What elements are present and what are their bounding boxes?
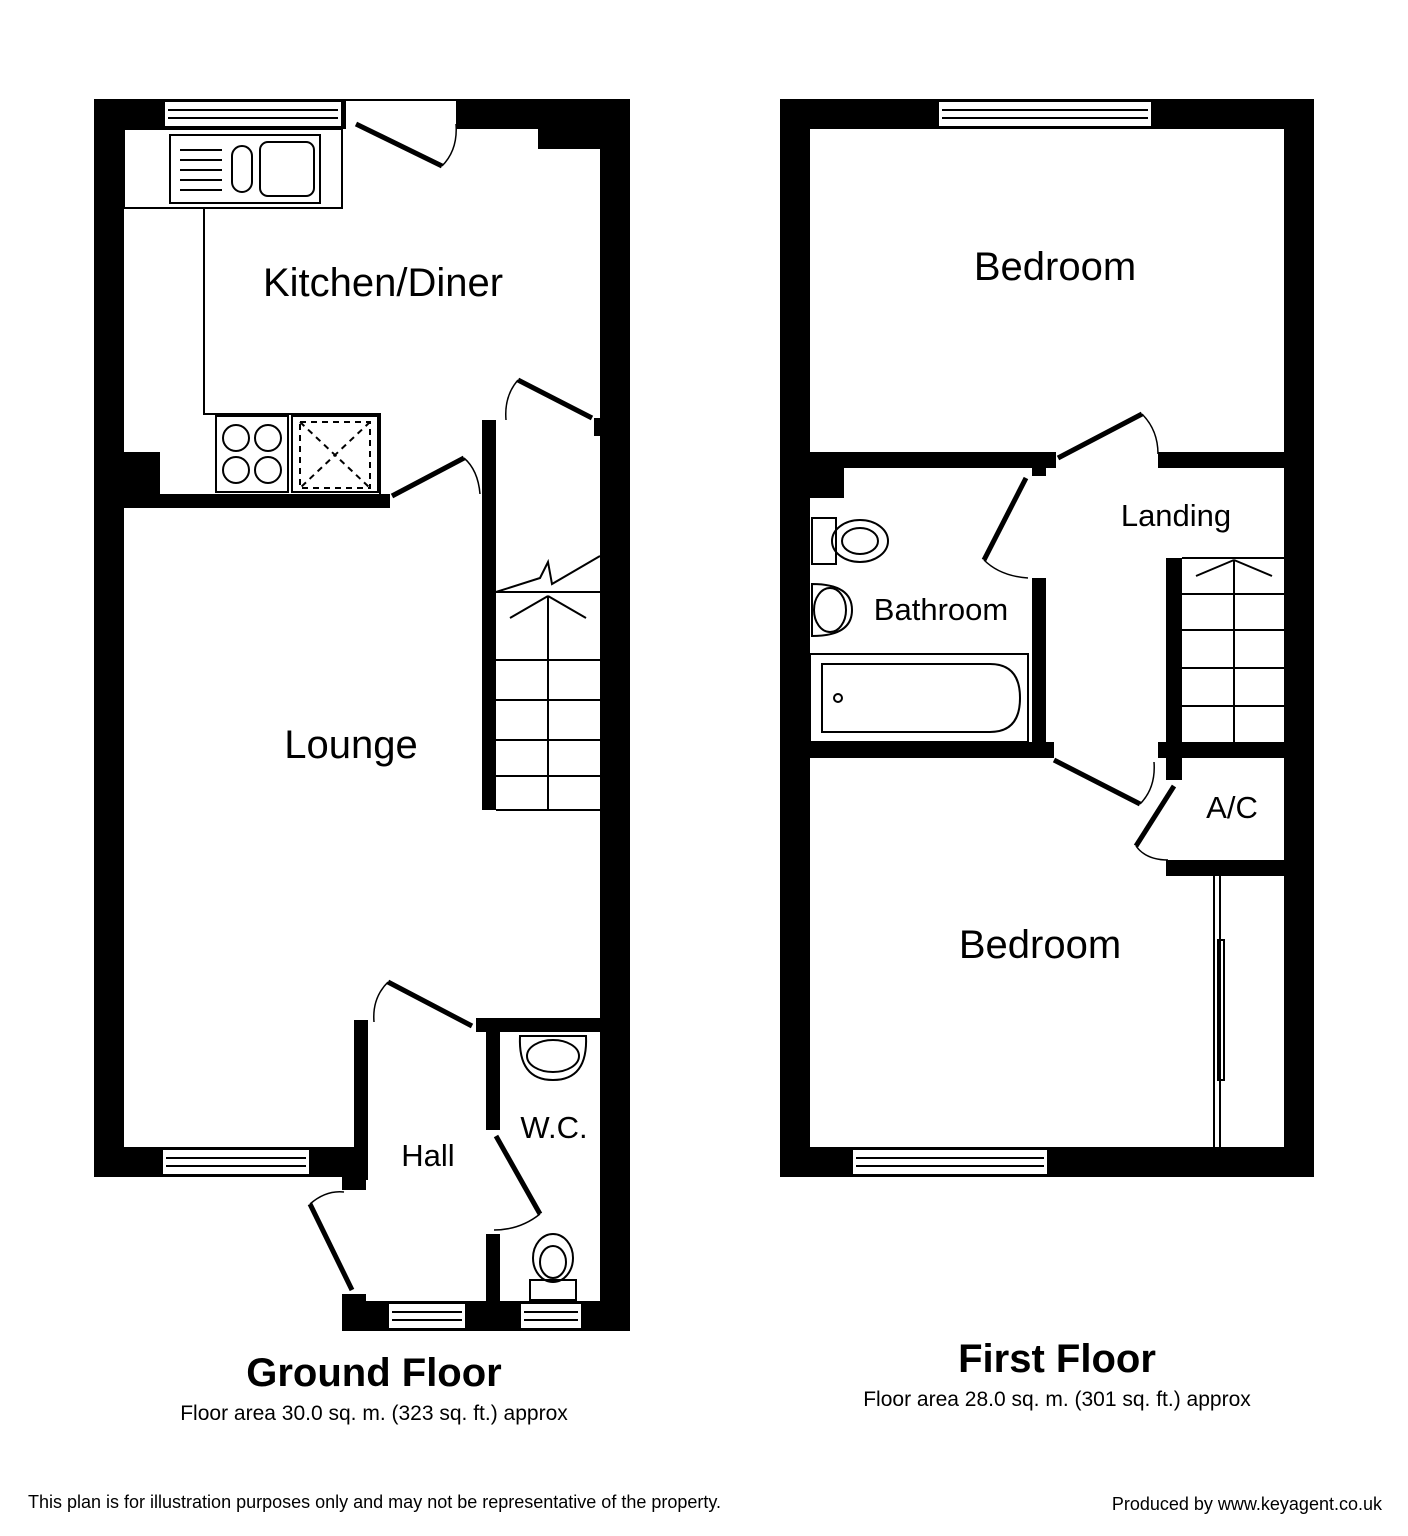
ff-door-ac	[1133, 784, 1177, 861]
ff-wall-left	[780, 99, 810, 1177]
ff-wall-bath-landing	[1032, 578, 1046, 754]
room-label-bedroom-rear: Bedroom	[974, 245, 1136, 289]
gf-back-door-opening	[346, 101, 456, 129]
bath-icon	[809, 653, 1029, 743]
gf-wall-left	[94, 99, 124, 1177]
hob-icon	[215, 415, 289, 493]
gf-door-front	[307, 1191, 355, 1292]
gf-door-lounge-hall	[373, 979, 474, 1029]
room-label-kitchen: Kitchen/Diner	[263, 261, 503, 305]
gf-door-back	[354, 121, 457, 169]
gf-window-kitchen	[163, 100, 343, 128]
room-label-bedroom-front: Bedroom	[959, 923, 1121, 967]
appliance-icon	[291, 415, 379, 493]
room-label-airing-cupboard: A/C	[1206, 790, 1258, 825]
gf-wall-hall	[354, 1020, 368, 1180]
ff-wall-right	[1284, 99, 1314, 1177]
ground-floor-title: Ground Floor	[246, 1351, 502, 1395]
ff-wardrobe	[1213, 876, 1225, 1147]
gf-window-wc	[519, 1302, 583, 1330]
first-floor-area: Floor area 28.0 sq. m. (301 sq. ft.) app…	[863, 1388, 1251, 1411]
gf-wall-stairs	[482, 420, 496, 810]
ff-window-front	[851, 1148, 1049, 1176]
gf-wall-right	[600, 99, 630, 1331]
ff-wall-bed-bath	[810, 452, 1056, 468]
credit-text: Produced by www.keyagent.co.uk	[1112, 1494, 1383, 1514]
gf-pier	[538, 129, 600, 149]
ff-wall-stairs-bottom	[1158, 742, 1284, 758]
toilet-icon	[529, 1233, 577, 1301]
gf-wall-kitchen-lounge	[124, 494, 390, 508]
ff-door-front-bedroom	[1052, 757, 1155, 807]
gf-wall-bottom	[342, 1301, 630, 1331]
gf-chimney	[124, 452, 160, 496]
room-label-lounge: Lounge	[284, 723, 417, 767]
ff-basin-icon	[811, 582, 854, 638]
gf-staircase	[495, 555, 601, 811]
ff-staircase	[1166, 557, 1284, 742]
room-label-hall: Hall	[401, 1138, 454, 1173]
gf-wall-wc-upper	[486, 1018, 500, 1130]
ground-floor-plan: Kitchen/Diner Lounge Hall W.C.	[94, 99, 630, 1331]
room-label-bathroom: Bathroom	[874, 592, 1008, 627]
gf-door-kitchen-lounge	[390, 455, 481, 499]
ff-wall-ac-bottom	[1166, 860, 1284, 876]
gf-window-lounge	[161, 1148, 311, 1176]
disclaimer-text: This plan is for illustration purposes o…	[28, 1492, 721, 1512]
first-floor-title: First Floor	[958, 1337, 1156, 1381]
ff-wall-bath-bed	[810, 742, 1054, 758]
ground-floor-area: Floor area 30.0 sq. m. (323 sq. ft.) app…	[180, 1402, 568, 1425]
ff-wall-bed-landing	[1158, 452, 1284, 468]
sink-icon	[169, 134, 321, 204]
ff-door-rear-bedroom	[1056, 411, 1159, 461]
gf-door-kitchen-stairs	[505, 377, 594, 421]
ff-window-rear	[937, 100, 1153, 128]
gf-wall-wc-lower	[486, 1234, 500, 1304]
gf-door-wc	[493, 1134, 543, 1231]
gf-door-jamb	[594, 418, 600, 436]
ff-door-bathroom	[981, 476, 1029, 579]
first-floor-plan: Bedroom Bathroom Landing A/C Bedroom	[780, 99, 1314, 1177]
gf-wall-wc-top	[476, 1018, 600, 1032]
gf-worktop	[124, 207, 381, 494]
basin-icon	[518, 1035, 588, 1082]
gf-window-hall	[387, 1302, 467, 1330]
room-label-wc: W.C.	[520, 1110, 587, 1145]
ff-jamb-a	[1032, 452, 1046, 476]
room-label-landing: Landing	[1121, 498, 1231, 533]
ff-wall-ac-top	[1166, 742, 1182, 780]
ff-chimney	[810, 468, 844, 498]
ff-toilet-icon	[811, 517, 889, 565]
